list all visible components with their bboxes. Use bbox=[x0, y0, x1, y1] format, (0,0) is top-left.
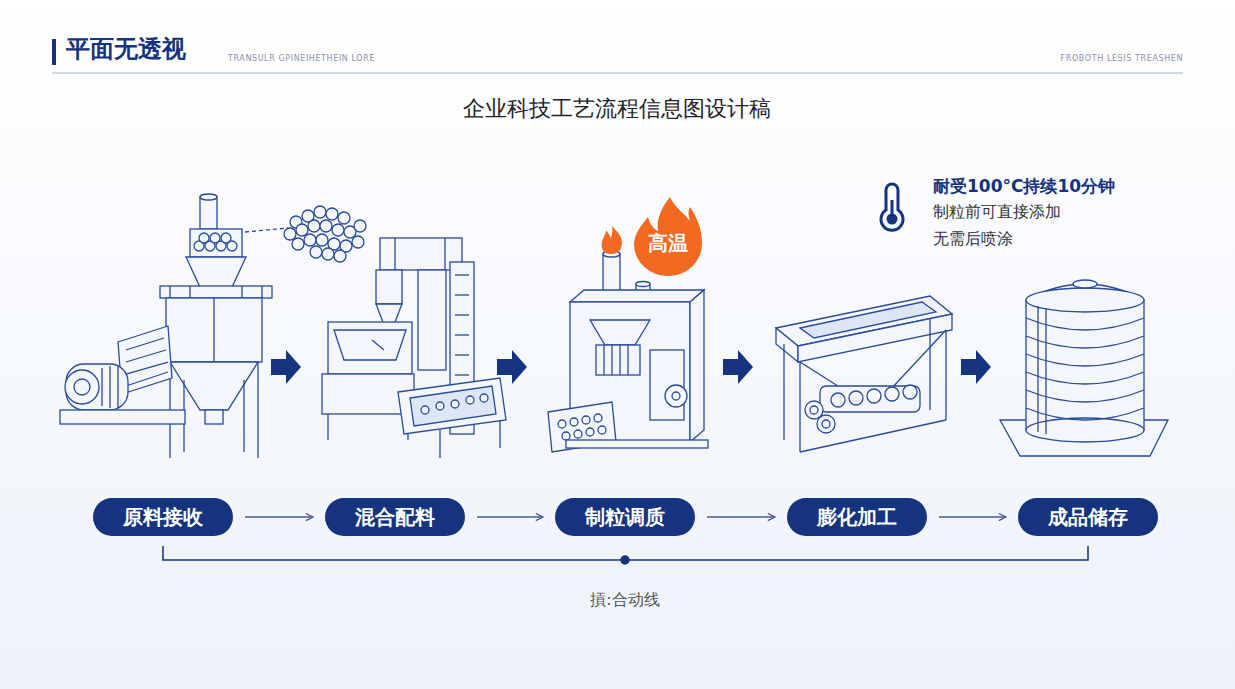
flow-arrows bbox=[271, 350, 991, 384]
thermometer-icon bbox=[881, 184, 903, 230]
process-label: 原料接收 bbox=[123, 505, 203, 529]
callout-heading: 耐受100°C持续10分钟 bbox=[933, 176, 1115, 196]
process-label: 制粒调质 bbox=[585, 505, 665, 529]
bracket-caption: 摃:合动线 bbox=[590, 590, 659, 609]
flow-connector bbox=[939, 516, 1006, 517]
process-box: 制粒调质 bbox=[555, 498, 695, 536]
process-box: 成品储存 bbox=[1018, 498, 1158, 536]
callout-note: 制粒前可直接添加 bbox=[933, 202, 1061, 221]
storage-silo bbox=[1000, 280, 1168, 456]
header-title: 平面无透视 bbox=[66, 35, 186, 64]
badge-text: 高温 bbox=[648, 231, 688, 255]
bracket bbox=[163, 546, 1088, 564]
flow-connector bbox=[245, 516, 313, 517]
machine-intake bbox=[60, 194, 288, 458]
watermark-text: FROBOTH LESIS TREASHEN bbox=[1061, 54, 1183, 64]
flame-shape bbox=[634, 197, 702, 276]
process-label: 成品储存 bbox=[1048, 505, 1128, 529]
process-box: 混合配料 bbox=[325, 498, 465, 536]
machine-pelleting bbox=[548, 251, 708, 452]
small-flame bbox=[602, 226, 622, 254]
hot-badge: 高温 bbox=[632, 195, 704, 277]
flow-connector bbox=[477, 516, 543, 517]
process-box: 原料接收 bbox=[93, 498, 233, 536]
diagram-title: 企业科技工艺流程信息图设计稿 bbox=[463, 96, 771, 122]
machine-mixer bbox=[284, 206, 506, 458]
callout-note: 无需后喷涂 bbox=[933, 229, 1013, 248]
process-box: 膨化加工 bbox=[787, 498, 927, 536]
flow-connector bbox=[707, 516, 775, 517]
process-label: 膨化加工 bbox=[817, 505, 897, 529]
watermark-text: TRANSULR GPINEIHETHEIN LORE bbox=[228, 54, 375, 64]
header-decor bbox=[52, 39, 1183, 73]
process-label: 混合配料 bbox=[355, 505, 435, 529]
machine-extruder bbox=[776, 296, 952, 452]
